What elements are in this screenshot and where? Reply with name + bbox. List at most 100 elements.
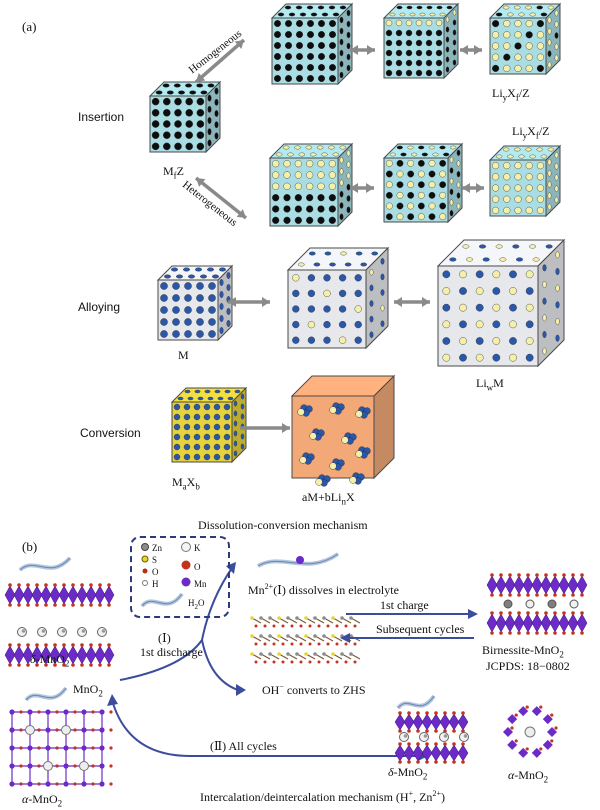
hetero-cube-3-side-atom: [547, 203, 552, 211]
legend-h-icon: [142, 580, 148, 586]
insertion-start-cube-front-atom: [185, 97, 193, 106]
legend-k-icon: [181, 542, 191, 552]
hetero-arrow-2-head: [462, 183, 470, 193]
hetero-cube-1-top-atom: [309, 152, 317, 157]
insertion-start-cube-top-atom: [185, 83, 192, 88]
insertion-start-cube-top-atom: [155, 90, 163, 95]
alloy-end-cube-front-atom: [459, 337, 467, 345]
homo-cube-1-side-atom: [339, 27, 344, 35]
conversion-start-cube-front-atom: [193, 423, 201, 431]
zhs-o-atom: [326, 660, 330, 664]
alloy-end-cube-front-atom: [509, 270, 517, 279]
homo-cube-3-front-atom: [503, 42, 511, 50]
hetero-cube-3-front-atom: [492, 184, 500, 192]
hetero-cube-3-front-atom: [525, 206, 533, 214]
insertion-start-cube-front-atom: [174, 131, 182, 139]
ring-o-atom: [550, 713, 554, 717]
homo-cube-1-front-atom: [318, 20, 326, 28]
hetero-cube-1-side-atom: [339, 202, 344, 209]
left-delta-ions-ion-core: [81, 629, 86, 633]
birnessite-layer-bottom-octahedron: [486, 613, 498, 633]
homo-cube-1-front-atom: [285, 31, 293, 39]
conversion-arrow: [240, 423, 290, 433]
right-delta-layer-top-octahedron: [394, 713, 406, 731]
hetero-cube-1-top-atom: [287, 152, 294, 157]
ring-o-atom: [514, 739, 518, 743]
hetero-cube-2-top-atom: [443, 152, 450, 157]
hetero-cube-2-top-atom: [439, 145, 446, 150]
hetero-cube-3-front-atom: [514, 206, 522, 214]
insertion-start-cube-front-atom: [185, 131, 193, 139]
homo-cube-2-front-atom: [435, 49, 443, 57]
birnessite-layer-top-o-atom: [571, 593, 575, 597]
hetero-cube-2-front-atom: [439, 191, 447, 199]
alloy-end-cube-top-atom: [495, 244, 503, 249]
alloy-start-cube-top-atom: [176, 274, 183, 279]
alpha-o-atom: [73, 782, 77, 786]
birnessite-layer-top-octahedron: [504, 575, 516, 595]
legend-water-icon-edge: [141, 593, 183, 607]
birnessite-layer-top-o-atom: [490, 573, 494, 577]
homo-cube-1-front-atom: [274, 20, 282, 28]
homo-cube-1-front-atom: [296, 31, 304, 39]
alloy-end-cube-top-atom: [512, 244, 520, 249]
insertion-start-cube-top-atom: [178, 90, 185, 95]
insertion-start-cube-front-atom: [196, 120, 205, 128]
homo-cube-1-front-atom: [318, 31, 326, 39]
homo-cube-3-front-atom: [514, 31, 522, 39]
hetero-cube-3-side-atom: [547, 192, 552, 199]
conversion-start-cube-front-atom: [223, 423, 231, 431]
homo-cube-2-top-atom: [389, 12, 396, 17]
zhs-atom: [349, 634, 353, 638]
homo-cube-2-front-atom: [405, 49, 413, 57]
homogeneous-arrow-head: [234, 40, 244, 50]
insertion-start-cube-front-atom: [196, 131, 205, 139]
homo-cube-1-front-atom: [307, 20, 315, 28]
zhs-o-atom: [290, 642, 294, 646]
alloy-mid-cube-front-atom: [307, 320, 316, 329]
hetero-cube-2-side-atom: [449, 156, 454, 163]
homo-arrow-1-head: [350, 45, 358, 55]
conversion-start-cube-side-atom: [233, 400, 238, 407]
hetero-cube-1-side-atom: [346, 149, 351, 157]
subsequent-cycles-label: Subsequent cycles: [376, 622, 465, 636]
left-delta-layer-top-octahedron: [4, 585, 16, 605]
alloy-end-cube-front-atom: [442, 287, 451, 295]
left-delta-layer-bottom-octahedron: [13, 645, 25, 665]
homo-cube-3-side-atom: [554, 54, 559, 62]
homo-cube-3-side-atom: [554, 21, 559, 28]
birnessite-layer-bottom-octahedron: [567, 613, 579, 633]
homo-cube-2-top-atom: [409, 12, 416, 17]
hetero-cube-2-front-atom: [407, 159, 415, 167]
zhs-o-atom: [353, 624, 357, 628]
dissolved-mn-ion: [296, 556, 304, 564]
conversion-end-cube: [290, 374, 396, 487]
hetero-cube-1-side-atom: [346, 195, 351, 202]
homo-cube-2-side-atom: [452, 9, 457, 16]
alloy-mid-cube-side-atom: [369, 269, 374, 276]
zhs-o-atom: [335, 660, 339, 664]
conversion-start-cube-top-atom: [224, 389, 231, 394]
alpha-o-atom: [91, 782, 95, 786]
birnessite-layer-top-o-atom: [553, 593, 557, 597]
conversion-start-cube-side-atom: [233, 430, 238, 437]
zhs-atom: [322, 652, 326, 656]
homo-cube-2-side-atom: [445, 36, 450, 43]
ring-o-atom: [514, 713, 518, 717]
left-delta-layer-bottom-o-atom: [107, 643, 111, 647]
conversion-start-cube-side-atom: [233, 420, 238, 427]
hetero-cube-3-top-atom: [547, 147, 555, 152]
right-delta-layer-bottom-o-atom: [416, 742, 420, 746]
zhs-atom: [277, 616, 281, 620]
alloy-mid-cube-top-atom: [313, 262, 321, 267]
alpha-o-atom: [37, 782, 41, 786]
homo-arrow-2-head: [474, 45, 482, 55]
legend-s-icon: [141, 555, 149, 563]
legend-h: H: [152, 579, 159, 589]
insertion-start-cube-side-atom: [207, 105, 212, 113]
homo-cube-2-front-atom: [435, 29, 443, 37]
left-delta-layer-top-octahedron: [40, 585, 52, 605]
alloy-start-cube-front-atom: [184, 306, 192, 314]
alloy-end-cube-front-atom: [492, 320, 501, 329]
hetero-cube-3-front-atom: [514, 162, 522, 170]
